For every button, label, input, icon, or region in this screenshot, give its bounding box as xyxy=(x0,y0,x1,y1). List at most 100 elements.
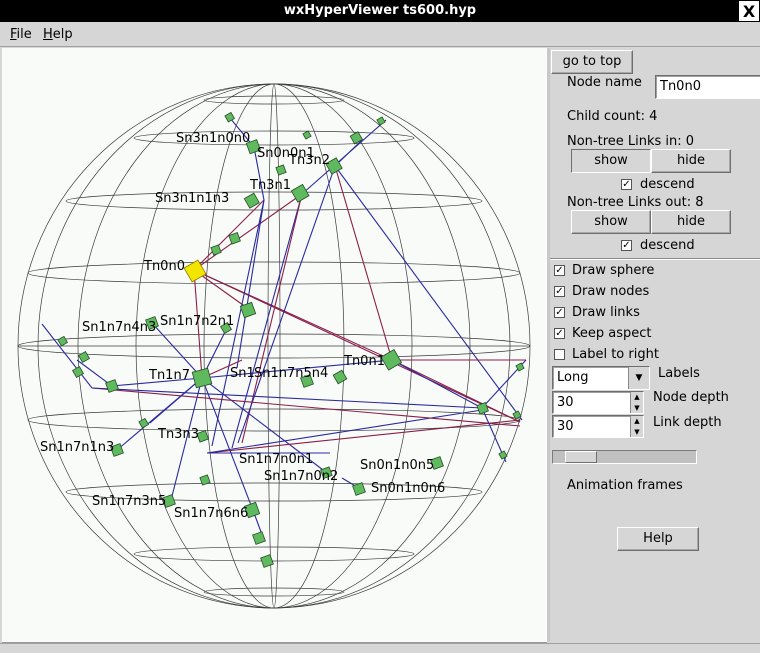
node-label[interactable]: Sn0n1n0n6 xyxy=(371,481,445,496)
graph-node[interactable] xyxy=(239,301,257,319)
graph-node[interactable] xyxy=(162,494,176,508)
link-depth-spinner[interactable]: ▲▼ xyxy=(630,416,643,437)
graph-link xyxy=(231,193,303,449)
graph-node[interactable] xyxy=(512,410,522,420)
link-depth-field[interactable]: 30 ▲▼ xyxy=(552,415,644,438)
graph-node[interactable] xyxy=(145,316,159,330)
graph-node[interactable] xyxy=(252,531,266,545)
graph-node[interactable] xyxy=(138,417,150,429)
graph-node[interactable] xyxy=(320,466,333,479)
label-to-right-label: Label to right xyxy=(572,347,659,362)
close-icon[interactable]: X xyxy=(738,0,760,22)
graph-node[interactable] xyxy=(332,369,348,385)
graph-node[interactable] xyxy=(275,164,287,176)
graph-node[interactable] xyxy=(245,139,261,155)
draw-nodes-checkbox[interactable]: ✓ xyxy=(554,286,565,297)
menu-help[interactable]: Help xyxy=(43,27,73,42)
spin-up-icon[interactable]: ▲ xyxy=(634,393,640,401)
graph-node[interactable] xyxy=(228,232,241,245)
node-depth-field[interactable]: 30 ▲▼ xyxy=(552,391,644,414)
chevron-down-icon[interactable]: ▼ xyxy=(628,367,649,389)
links-out-hide-button[interactable]: hide xyxy=(651,210,731,234)
node-label[interactable]: Sn1n7n5n4 xyxy=(254,366,328,381)
splitter-sash[interactable] xyxy=(546,48,551,642)
links-in-show-button[interactable]: show xyxy=(571,149,651,173)
node-depth-label: Node depth xyxy=(653,390,729,405)
node-label[interactable]: Tn3n1 xyxy=(249,178,291,193)
animation-frames-slider[interactable] xyxy=(552,450,697,464)
draw-sphere-checkbox[interactable]: ✓ xyxy=(554,265,565,276)
links-in-hide-button[interactable]: hide xyxy=(651,149,731,173)
graph-node[interactable] xyxy=(210,244,222,256)
graph-link xyxy=(193,269,203,379)
graph-node[interactable] xyxy=(325,157,343,175)
links-in-descend-checkbox[interactable]: ✓ xyxy=(621,179,632,190)
graph-link xyxy=(193,199,265,271)
graph-node[interactable] xyxy=(191,367,213,389)
graph-node[interactable] xyxy=(302,130,312,140)
spin-down-icon[interactable]: ▼ xyxy=(634,403,640,412)
title-bar: wxHyperViewer ts600.hyp X xyxy=(0,0,760,22)
graph-link xyxy=(253,146,265,201)
go-to-top-button[interactable]: go to top xyxy=(551,50,633,74)
node-label[interactable]: Sn1n7n3n5 xyxy=(92,494,166,509)
node-label[interactable]: Tn3n3 xyxy=(157,427,199,442)
graph-node[interactable] xyxy=(498,450,508,460)
graph-node[interactable] xyxy=(380,349,403,371)
graph-node[interactable] xyxy=(349,131,364,145)
spin-down-icon[interactable]: ▼ xyxy=(634,427,640,436)
graph-node[interactable] xyxy=(57,335,69,347)
hyperbolic-sphere-view[interactable]: Sn3n1n0n0Sn0n0n1Tn3n2Tn3n1Sn3n1n1n3Tn0n0… xyxy=(2,48,546,642)
node-label[interactable]: Sn0n1n0n5 xyxy=(360,458,434,473)
graph-node[interactable] xyxy=(243,192,260,209)
draw-links-label: Draw links xyxy=(572,305,640,320)
keep-aspect-checkbox[interactable]: ✓ xyxy=(554,328,565,339)
graph-node[interactable] xyxy=(243,501,261,519)
node-label[interactable]: Tn0n0 xyxy=(143,259,185,274)
graph-node[interactable] xyxy=(105,379,119,393)
node-label[interactable]: Tn1n7 xyxy=(148,368,190,383)
node-label[interactable]: Sn1n7n6n6 xyxy=(174,506,248,521)
graph-node[interactable] xyxy=(290,183,310,203)
graph-node[interactable] xyxy=(430,456,444,470)
menu-file[interactable]: File xyxy=(10,27,32,42)
node-label[interactable]: Tn0n1 xyxy=(343,354,385,369)
graph-node[interactable] xyxy=(260,554,274,568)
help-button[interactable]: Help xyxy=(617,527,699,551)
selected-node[interactable] xyxy=(183,259,207,283)
node-label[interactable]: Sn1 xyxy=(230,366,255,381)
graph-node[interactable] xyxy=(300,374,314,388)
graph-node[interactable] xyxy=(476,402,489,415)
graph-node[interactable] xyxy=(515,362,525,372)
node-label[interactable]: Sn0n0n1 xyxy=(257,146,315,161)
draw-links-checkbox[interactable]: ✓ xyxy=(554,307,565,318)
graph-node[interactable] xyxy=(219,321,233,335)
node-label[interactable]: Sn1n7n1n3 xyxy=(40,440,114,455)
graph-node[interactable] xyxy=(224,111,236,123)
control-panel: go to top Node name Tn0n0 Child count: 4… xyxy=(550,48,760,642)
spin-up-icon[interactable]: ▲ xyxy=(634,417,640,425)
node-label[interactable]: Sn3n1n1n3 xyxy=(155,191,229,206)
graph-node[interactable] xyxy=(77,350,91,364)
node-label[interactable]: Sn1n7n4n3 xyxy=(82,320,156,335)
node-label[interactable]: Sn1n7n0n1 xyxy=(239,452,313,467)
labels-dropdown[interactable]: Long ▼ xyxy=(552,366,650,390)
slider-thumb[interactable] xyxy=(565,451,597,463)
node-label[interactable]: Sn3n1n0n0 xyxy=(176,131,250,146)
node-label[interactable]: Sn1n7n2n1 xyxy=(160,314,234,329)
graph-node[interactable] xyxy=(196,430,209,443)
node-label[interactable]: Sn1n7n0n2 xyxy=(264,469,338,484)
node-depth-spinner[interactable]: ▲▼ xyxy=(630,392,643,413)
node-name-field[interactable]: Tn0n0 xyxy=(655,75,760,99)
graph-node[interactable] xyxy=(110,443,124,457)
graph-node[interactable] xyxy=(352,482,366,496)
graph-node[interactable] xyxy=(199,474,211,486)
links-out-descend-checkbox[interactable]: ✓ xyxy=(621,240,632,251)
menu-bar: File Help xyxy=(0,22,760,47)
label-to-right-checkbox[interactable] xyxy=(554,349,565,360)
node-label[interactable]: Tn3n2 xyxy=(288,153,330,168)
links-out-show-button[interactable]: show xyxy=(571,210,651,234)
graph-node[interactable] xyxy=(71,365,85,379)
graph-node[interactable] xyxy=(376,116,386,126)
